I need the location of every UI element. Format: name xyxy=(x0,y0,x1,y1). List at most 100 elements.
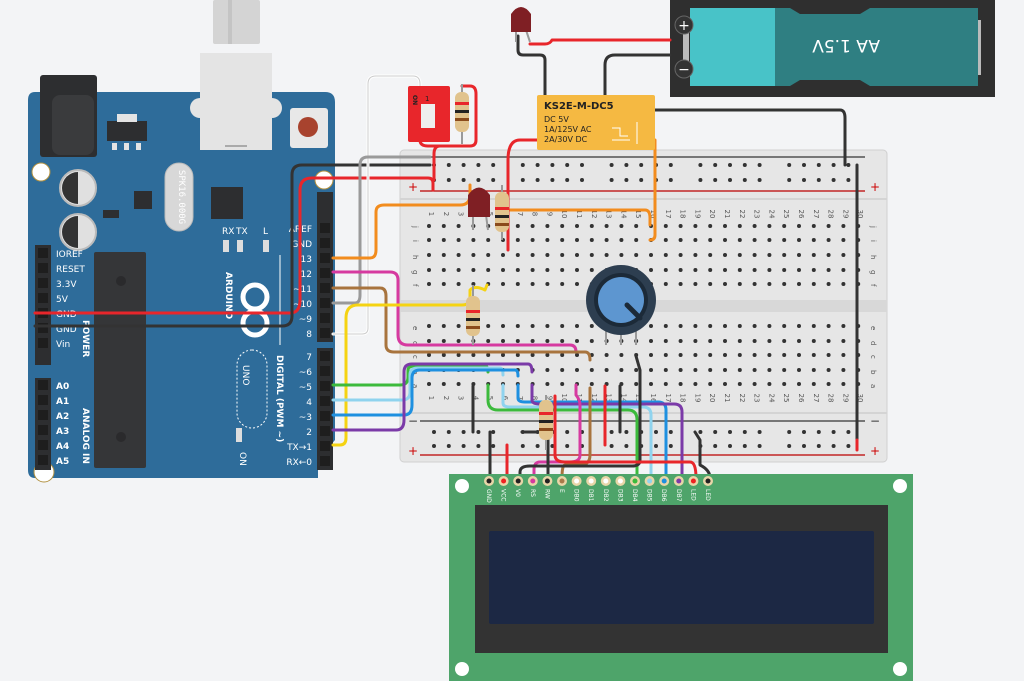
rail-hole[interactable] xyxy=(654,444,658,448)
rail-hole[interactable] xyxy=(461,444,466,448)
breadboard-hole[interactable] xyxy=(649,339,653,343)
rail-hole[interactable] xyxy=(446,430,451,434)
rail-hole[interactable] xyxy=(846,178,851,182)
resistor-switch[interactable] xyxy=(455,84,469,144)
wire-pin11-e[interactable] xyxy=(331,286,592,362)
digital-pin[interactable] xyxy=(320,366,330,376)
breadboard-hole[interactable] xyxy=(708,368,713,372)
rail-hole[interactable] xyxy=(816,163,821,167)
breadboard-hole[interactable] xyxy=(649,382,653,386)
breadboard-hole[interactable] xyxy=(678,353,683,357)
breadboard-hole[interactable] xyxy=(575,253,579,257)
breadboard-hole[interactable] xyxy=(456,324,461,328)
digital-pin[interactable] xyxy=(320,456,330,466)
power-pin[interactable] xyxy=(38,263,48,273)
rail-hole[interactable] xyxy=(757,430,762,434)
breadboard-hole[interactable] xyxy=(486,253,491,257)
breadboard-hole[interactable] xyxy=(693,382,698,386)
power-pin[interactable] xyxy=(38,278,48,288)
breadboard-hole[interactable] xyxy=(737,282,742,286)
breadboard-hole[interactable] xyxy=(427,324,431,328)
breadboard-hole[interactable] xyxy=(441,253,446,257)
breadboard-hole[interactable] xyxy=(693,353,698,357)
breadboard-hole[interactable] xyxy=(560,238,565,242)
breadboard-hole[interactable] xyxy=(441,353,446,357)
breadboard-hole[interactable] xyxy=(723,368,727,372)
rail-hole[interactable] xyxy=(446,163,451,167)
breadboard-hole[interactable] xyxy=(663,324,668,328)
breadboard-hole[interactable] xyxy=(575,339,579,343)
breadboard-hole[interactable] xyxy=(767,353,772,357)
rail-hole[interactable] xyxy=(757,444,762,448)
breadboard-hole[interactable] xyxy=(575,268,579,272)
wire-pin13-led[interactable] xyxy=(331,183,472,260)
breadboard-hole[interactable] xyxy=(678,324,683,328)
rail-hole[interactable] xyxy=(846,444,851,448)
breadboard-hole[interactable] xyxy=(501,339,505,343)
breadboard-hole[interactable] xyxy=(737,382,742,386)
breadboard-hole[interactable] xyxy=(649,268,653,272)
breadboard-hole[interactable] xyxy=(649,324,653,328)
breadboard-hole[interactable] xyxy=(545,238,550,242)
breadboard-hole[interactable] xyxy=(752,324,757,328)
rail-hole[interactable] xyxy=(668,178,673,182)
led-red-breadboard[interactable] xyxy=(468,187,490,231)
breadboard-hole[interactable] xyxy=(441,282,446,286)
rail-hole[interactable] xyxy=(565,178,570,182)
rail-hole[interactable] xyxy=(831,178,836,182)
rail-hole[interactable] xyxy=(787,163,792,167)
breadboard-hole[interactable] xyxy=(782,238,787,242)
breadboard-hole[interactable] xyxy=(663,268,668,272)
wire-rs-lcd[interactable] xyxy=(532,383,582,480)
breadboard-hole[interactable] xyxy=(456,353,461,357)
breadboard-hole[interactable] xyxy=(693,339,698,343)
breadboard-hole[interactable] xyxy=(797,324,801,328)
rail-hole[interactable] xyxy=(846,430,851,434)
resistor-led[interactable] xyxy=(495,185,509,240)
breadboard-hole[interactable] xyxy=(811,339,816,343)
rail-hole[interactable] xyxy=(668,430,673,434)
breadboard-hole[interactable] xyxy=(619,368,624,372)
wire-pin3-db6[interactable] xyxy=(331,368,520,417)
breadboard-hole[interactable] xyxy=(678,382,683,386)
rail-hole[interactable] xyxy=(698,178,703,182)
breadboard-hole[interactable] xyxy=(811,324,816,328)
breadboard-hole[interactable] xyxy=(723,353,727,357)
breadboard-hole[interactable] xyxy=(797,282,801,286)
breadboard-hole[interactable] xyxy=(797,268,801,272)
rail-hole[interactable] xyxy=(668,163,673,167)
breadboard-hole[interactable] xyxy=(545,268,550,272)
breadboard-hole[interactable] xyxy=(456,282,461,286)
breadboard-hole[interactable] xyxy=(708,253,713,257)
breadboard-hole[interactable] xyxy=(811,368,816,372)
wire-switch-resistor[interactable] xyxy=(432,84,478,182)
breadboard-hole[interactable] xyxy=(811,282,816,286)
breadboard-hole[interactable] xyxy=(782,324,787,328)
breadboard-hole[interactable] xyxy=(678,224,683,228)
rail-hole[interactable] xyxy=(787,178,792,182)
rail-hole[interactable] xyxy=(476,163,481,167)
breadboard-hole[interactable] xyxy=(456,224,461,228)
breadboard-hole[interactable] xyxy=(486,238,491,242)
breadboard-hole[interactable] xyxy=(530,253,535,257)
wire-pin10[interactable] xyxy=(331,155,432,305)
rail-hole[interactable] xyxy=(624,163,629,167)
arduino-uno-board[interactable]: SPK16.000G RX TX L ON ARDUINO UNO DIGITA… xyxy=(28,53,335,483)
breadboard-hole[interactable] xyxy=(752,224,757,228)
breadboard-hole[interactable] xyxy=(782,368,787,372)
rail-hole[interactable] xyxy=(446,444,451,448)
battery-plus-terminal[interactable] xyxy=(674,15,694,35)
wire-5v-rail[interactable] xyxy=(33,176,435,315)
power-pin[interactable] xyxy=(38,293,48,303)
breadboard-hole[interactable] xyxy=(560,324,565,328)
rail-hole[interactable] xyxy=(802,430,806,434)
rail-hole[interactable] xyxy=(520,444,525,448)
breadboard-hole[interactable] xyxy=(530,324,535,328)
breadboard-hole[interactable] xyxy=(826,224,831,228)
rail-hole[interactable] xyxy=(698,430,703,434)
rail-hole[interactable] xyxy=(713,163,718,167)
breadboard-hole[interactable] xyxy=(589,368,594,372)
breadboard-hole[interactable] xyxy=(723,339,727,343)
digital-pin[interactable] xyxy=(320,441,330,451)
digital-pin[interactable] xyxy=(320,426,330,436)
